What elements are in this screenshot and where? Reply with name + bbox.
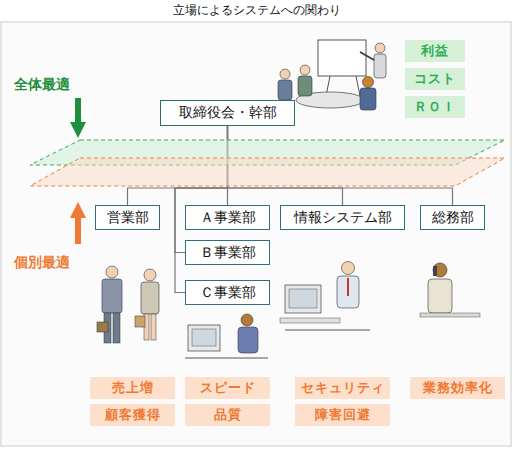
- node-text: 取締役会・幹部: [179, 105, 277, 120]
- department-box: Ｂ事業部: [185, 240, 270, 265]
- node-text: 業務効率化: [423, 381, 493, 395]
- concern-tag: 売上増: [90, 377, 175, 399]
- concern-tag: 業務効率化: [410, 377, 505, 399]
- node-text: 品質: [214, 408, 242, 422]
- node-text: セキュリティ: [301, 381, 385, 395]
- node-text: ＲＯＩ: [414, 100, 456, 114]
- executive-box: 取締役会・幹部: [160, 100, 295, 126]
- down-arrow: [70, 98, 86, 138]
- concern-tag: セキュリティ: [295, 377, 390, 399]
- node-text: 営業部: [107, 210, 149, 225]
- node-text: Ｃ事業部: [200, 285, 256, 300]
- concern-tag: 障害回避: [295, 404, 390, 426]
- node-text: 売上増: [112, 381, 154, 395]
- department-box: 総務部: [420, 205, 485, 230]
- department-box: 営業部: [95, 205, 160, 230]
- node-text: 情報システム部: [294, 210, 392, 225]
- concern-tag: 顧客獲得: [90, 404, 175, 426]
- node-text: 利益: [421, 44, 449, 58]
- individual-plane: [30, 158, 505, 186]
- department-box: 情報システム部: [280, 205, 405, 230]
- concern-tag: 品質: [185, 404, 270, 426]
- sales-people-illustration: [97, 266, 159, 343]
- department-box: Ｃ事業部: [185, 280, 270, 305]
- level-label: 全体最適: [14, 76, 70, 94]
- operator-illustration: [185, 314, 268, 358]
- phone-staff-illustration: [420, 263, 480, 317]
- department-box: Ａ事業部: [185, 205, 270, 230]
- it-staff-illustration: [280, 262, 370, 331]
- node-text: Ａ事業部: [200, 210, 256, 225]
- node-text: 顧客獲得: [105, 408, 161, 422]
- node-text: スピード: [200, 381, 256, 395]
- panel-frame: [1, 22, 511, 446]
- node-text: 総務部: [432, 210, 474, 225]
- goal-tag: ＲＯＩ: [405, 96, 465, 118]
- node-text: 障害回避: [315, 408, 371, 422]
- node-text: コスト: [414, 72, 456, 86]
- level-label: 個別最適: [14, 254, 70, 272]
- up-arrow: [70, 202, 86, 244]
- goal-tag: 利益: [405, 40, 465, 62]
- goal-tag: コスト: [405, 68, 465, 90]
- node-text: Ｂ事業部: [200, 245, 256, 260]
- diagram-title: 立場によるシステムへの関わり: [0, 2, 513, 19]
- concern-tag: スピード: [185, 377, 270, 399]
